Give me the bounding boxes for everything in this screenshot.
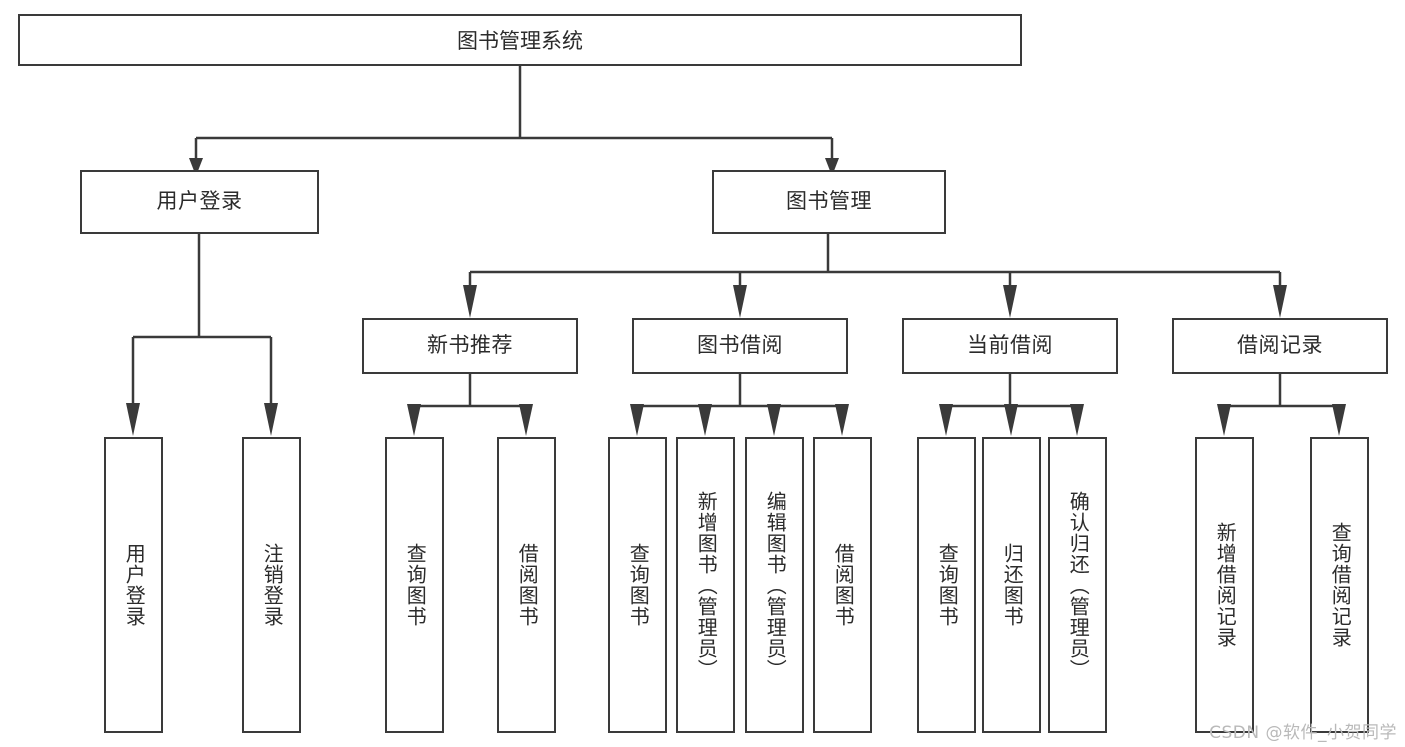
watermark-text: CSDN @软件_小贺同学 xyxy=(1209,723,1397,743)
leaf-add-book-admin[interactable]: 新增图书（管理员） xyxy=(676,437,735,733)
node-label: 编辑图书（管理员） xyxy=(763,490,788,680)
node-borrow-record[interactable]: 借阅记录 xyxy=(1172,318,1388,374)
node-label: 查询图书 xyxy=(626,543,651,627)
node-root-system[interactable]: 图书管理系统 xyxy=(18,14,1022,66)
node-book-borrow[interactable]: 图书借阅 xyxy=(632,318,848,374)
node-current-borrow[interactable]: 当前借阅 xyxy=(902,318,1118,374)
leaf-query-book-current[interactable]: 查询图书 xyxy=(917,437,976,733)
node-label: 借阅图书 xyxy=(515,543,540,627)
node-label: 新书推荐 xyxy=(427,333,513,358)
node-label: 确认归还（管理员） xyxy=(1066,490,1091,680)
node-label: 图书管理 xyxy=(786,189,872,214)
leaf-query-borrow-record[interactable]: 查询借阅记录 xyxy=(1310,437,1369,733)
leaf-logout[interactable]: 注销登录 xyxy=(242,437,301,733)
node-label: 新增借阅记录 xyxy=(1213,522,1238,648)
node-label: 新增图书（管理员） xyxy=(694,490,719,680)
node-label: 查询图书 xyxy=(935,543,960,627)
leaf-borrow-book-recommend[interactable]: 借阅图书 xyxy=(497,437,556,733)
node-label: 用户登录 xyxy=(156,189,243,214)
node-new-book-recommend[interactable]: 新书推荐 xyxy=(362,318,578,374)
node-label: 注销登录 xyxy=(260,543,285,627)
node-label: 当前借阅 xyxy=(967,333,1053,358)
node-user-login[interactable]: 用户登录 xyxy=(80,170,319,234)
node-label: 查询借阅记录 xyxy=(1328,522,1353,648)
leaf-borrow-book[interactable]: 借阅图书 xyxy=(813,437,872,733)
leaf-return-book[interactable]: 归还图书 xyxy=(982,437,1041,733)
leaf-add-borrow-record[interactable]: 新增借阅记录 xyxy=(1195,437,1254,733)
node-label: 借阅图书 xyxy=(831,543,856,627)
leaf-query-book-borrow[interactable]: 查询图书 xyxy=(608,437,667,733)
leaf-query-book-recommend[interactable]: 查询图书 xyxy=(385,437,444,733)
leaf-confirm-return-admin[interactable]: 确认归还（管理员） xyxy=(1048,437,1107,733)
leaf-user-login[interactable]: 用户登录 xyxy=(104,437,163,733)
node-label: 查询图书 xyxy=(403,543,428,627)
node-label: 图书借阅 xyxy=(697,333,783,358)
node-label: 借阅记录 xyxy=(1237,333,1323,358)
node-label: 图书管理系统 xyxy=(457,29,583,53)
node-label: 用户登录 xyxy=(122,543,147,627)
node-book-management[interactable]: 图书管理 xyxy=(712,170,946,234)
leaf-edit-book-admin[interactable]: 编辑图书（管理员） xyxy=(745,437,804,733)
node-label: 归还图书 xyxy=(1000,543,1025,627)
